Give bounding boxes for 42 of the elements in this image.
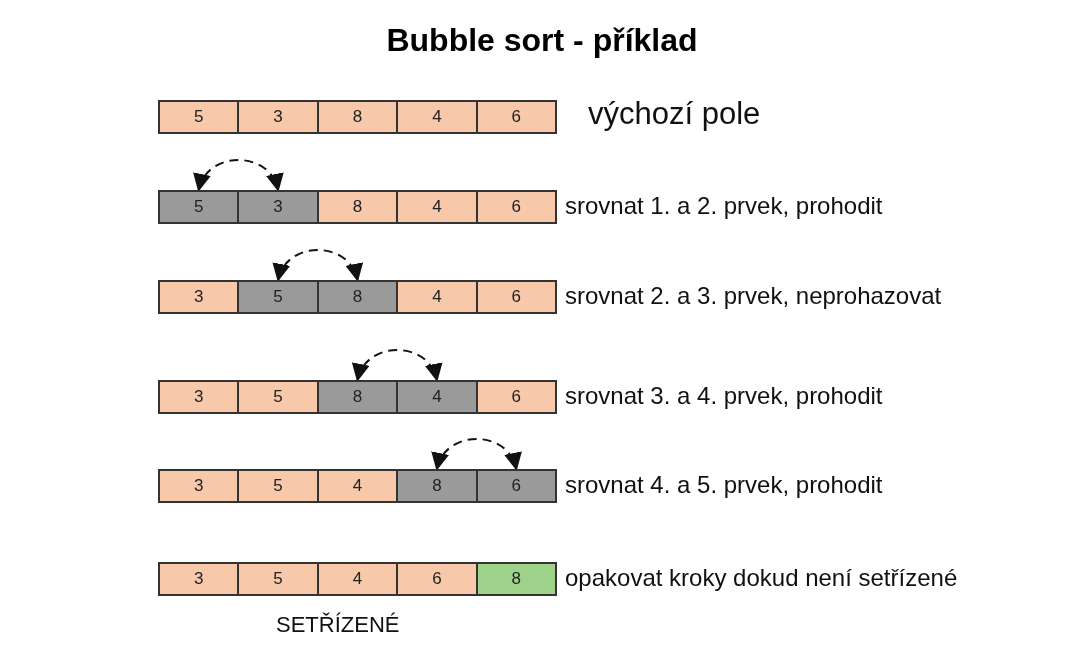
step-caption: srovnat 3. a 4. prvek, prohodit (565, 382, 883, 410)
array-cell: 8 (316, 100, 399, 134)
array-cell: 6 (475, 100, 557, 134)
step-caption: výchozí pole (588, 96, 761, 132)
array-cell: 8 (396, 469, 478, 503)
step-caption: srovnat 4. a 5. prvek, prohodit (565, 471, 883, 499)
array-cell: 3 (158, 469, 240, 503)
array-cell: 8 (475, 562, 557, 596)
array-cell: 3 (158, 280, 240, 314)
array-cell: 3 (237, 100, 319, 134)
step-caption: opakovat kroky dokud není setřízené (565, 564, 958, 592)
array-cell: 4 (316, 562, 399, 596)
array-cell: 8 (316, 380, 399, 414)
array-cell: 8 (316, 280, 399, 314)
array-cell: 3 (158, 562, 240, 596)
array-cell: 6 (475, 469, 557, 503)
array-cell: 4 (396, 380, 478, 414)
array-cell: 6 (475, 190, 557, 224)
array-cell: 4 (396, 190, 478, 224)
array-cell: 5 (237, 562, 319, 596)
array-cell: 4 (316, 469, 399, 503)
array-cell: 8 (316, 190, 399, 224)
step-caption: srovnat 1. a 2. prvek, prohodit (565, 192, 883, 220)
array-cell: 5 (237, 380, 319, 414)
array-cell: 6 (475, 380, 557, 414)
array-cell: 6 (396, 562, 478, 596)
swap-arrow (274, 249, 361, 282)
array-cell: 5 (158, 100, 240, 134)
array-cell: 5 (237, 469, 319, 503)
array-cell: 4 (396, 280, 478, 314)
swap-arrow (433, 438, 520, 471)
title: Bubble sort - příklad (385, 22, 699, 59)
swap-arrow (354, 349, 441, 382)
array-cell: 4 (396, 100, 478, 134)
array-cell: 3 (158, 380, 240, 414)
array-cell: 3 (237, 190, 319, 224)
sorted-caption: SETŘÍZENÉ (276, 612, 400, 638)
array-cell: 6 (475, 280, 557, 314)
swap-arrow (195, 159, 282, 192)
step-caption: srovnat 2. a 3. prvek, neprohazovat (565, 282, 942, 310)
array-cell: 5 (158, 190, 240, 224)
array-cell: 5 (237, 280, 319, 314)
